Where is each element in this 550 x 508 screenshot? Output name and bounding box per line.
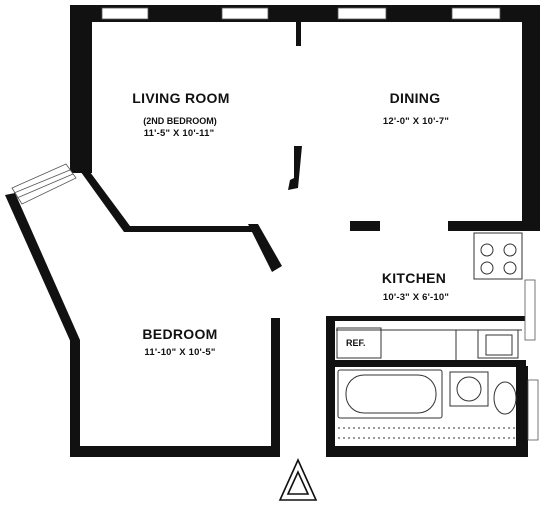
bath-bottom-wall xyxy=(326,446,522,457)
tub-inner xyxy=(345,374,437,414)
bath-fixtures xyxy=(337,369,517,439)
top-wall xyxy=(70,5,540,22)
burner-3 xyxy=(480,261,494,275)
burner-1 xyxy=(480,243,494,257)
living-diagonal-wall xyxy=(78,168,130,232)
partition-stub-top xyxy=(296,22,301,46)
toilet xyxy=(493,381,517,415)
living-left-wall xyxy=(70,5,92,173)
kitchen-fixtures xyxy=(336,232,523,360)
kitchen-bath-divider xyxy=(330,360,526,367)
kitchen-size: 10'-3" X 6'-10" xyxy=(382,292,450,303)
window-bath-right xyxy=(527,379,539,441)
bay-left-wall xyxy=(5,193,80,345)
kitchen-name: KITCHEN xyxy=(381,270,447,286)
kitchen-wall-right xyxy=(448,221,540,231)
bedroom-left-wall xyxy=(70,340,80,455)
dining-size: 12'-0" X 10'-7" xyxy=(382,116,450,127)
refrigerator-label: REF. xyxy=(346,338,366,348)
living-room-name: LIVING ROOM xyxy=(132,90,230,106)
kitchen-sink xyxy=(477,329,519,359)
walls xyxy=(5,5,540,457)
bedroom-top-wall xyxy=(124,226,252,232)
window-kitchen-right xyxy=(524,279,536,341)
refrigerator xyxy=(336,327,382,359)
bathtub xyxy=(337,369,443,419)
window-living-1 xyxy=(101,7,149,20)
living-room-note: (2ND BEDROOM) xyxy=(143,116,217,126)
bedroom-closet-wall xyxy=(248,224,282,272)
burner-2 xyxy=(503,243,517,257)
stove xyxy=(473,232,523,280)
bath-left-wall xyxy=(326,316,335,457)
dining-partition-piece xyxy=(288,146,302,190)
kitchen-counter-wall xyxy=(330,316,526,321)
window-dining-1 xyxy=(337,7,387,20)
bay-window-mullions xyxy=(13,169,74,199)
bedroom-right-wall xyxy=(271,318,280,457)
bath-sink xyxy=(449,371,489,407)
right-wall xyxy=(522,5,540,231)
window-dining-2 xyxy=(451,7,501,20)
window-living-2 xyxy=(221,7,269,20)
bath-sink-basin xyxy=(456,376,482,402)
dining-name: DINING xyxy=(389,90,441,106)
entry-triangle-icon xyxy=(278,458,318,501)
bay-window xyxy=(11,163,77,205)
bedroom-bottom-wall xyxy=(70,446,280,457)
bath-right-wall xyxy=(516,366,528,457)
bedroom-name: BEDROOM xyxy=(142,326,218,342)
burner-4 xyxy=(503,261,517,275)
sink-basin xyxy=(485,334,513,356)
kitchen-top-wall xyxy=(350,221,380,231)
living-room-size: 11'-5" X 10'-11" xyxy=(143,128,215,139)
bedroom-size: 11'-10" X 10'-5" xyxy=(144,347,216,358)
